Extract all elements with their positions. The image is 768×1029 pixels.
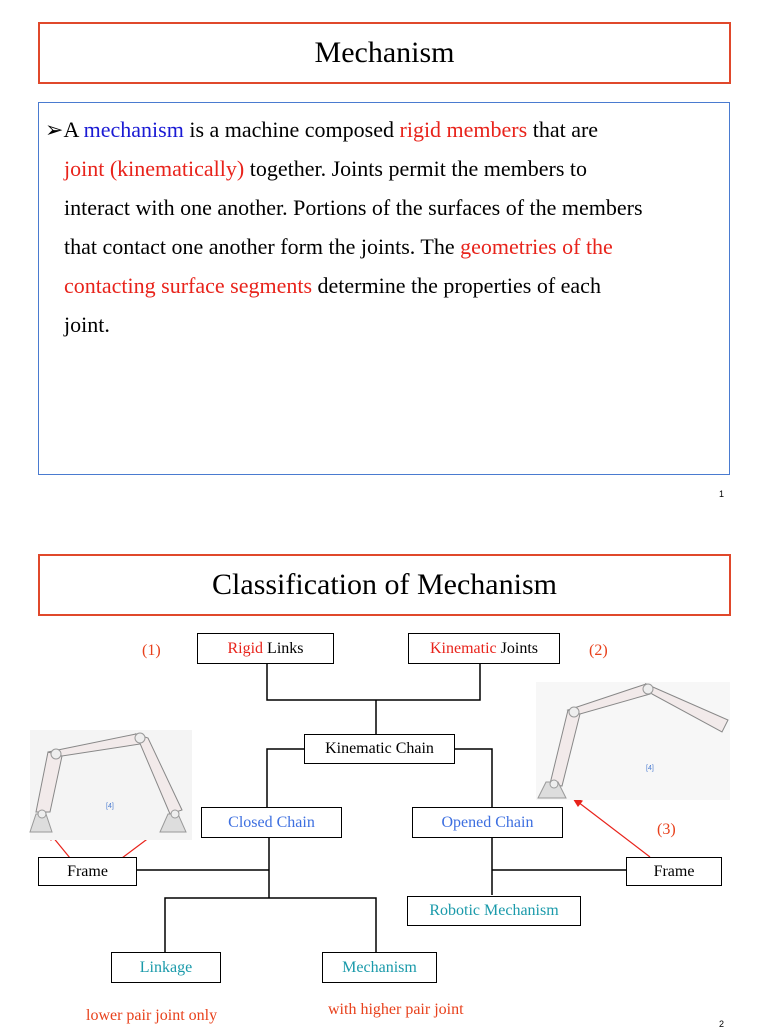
para-text: together. Joints permit the members to (244, 156, 588, 181)
contacting-term: contacting surface segments (64, 273, 313, 298)
node-rigid-links-red: Rigid (227, 639, 264, 657)
rigid-members-term: rigid members (399, 117, 528, 142)
ref-left-citation: [4] (106, 803, 114, 810)
para-line: that contact one another form the joints… (45, 227, 735, 266)
para-text: that are (527, 117, 599, 142)
node-mechanism: Mechanism (322, 952, 437, 983)
para-text: determine the properties of each (312, 273, 601, 298)
geometries-term: geometries of the (460, 234, 613, 259)
opened-chain-illustration (536, 682, 730, 800)
node-closed-chain: Closed Chain (201, 807, 342, 838)
para-line: contacting surface segments determine th… (45, 266, 735, 305)
para-text: is a machine composed (183, 117, 400, 142)
ref-right-citation: [4] (646, 765, 654, 772)
label-number-3: (3) (657, 821, 676, 838)
node-robotic-mechanism: Robotic Mechanism (407, 896, 581, 926)
label-number-1: (1) (142, 642, 161, 659)
closed-chain-illustration (29, 730, 192, 840)
para-text: that contact one another form the joints… (64, 234, 461, 259)
joint-term: joint (kinematically) (64, 156, 245, 181)
node-frame-right: Frame (626, 857, 722, 886)
node-frame-left: Frame (38, 857, 137, 886)
node-kinematic-joints-red: Kinematic (430, 639, 497, 657)
node-kinematic-chain: Kinematic Chain (304, 734, 455, 764)
slide2-page-number: 2 (719, 1019, 725, 1029)
node-kinematic-joints: Kinematic Joints (408, 633, 560, 664)
lower-pair-note: lower pair joint only (86, 1007, 218, 1024)
node-linkage: Linkage (111, 952, 221, 983)
slide2-title-box: Classification of Mechanism (38, 554, 731, 616)
bullet-arrow-icon: ➢ (45, 117, 64, 142)
label-number-2: (2) (589, 642, 608, 659)
slide1-paragraph: ➢A mechanism is a machine composed rigid… (45, 110, 735, 344)
node-rigid-links-rest: Links (263, 639, 304, 657)
para-line: interact with one another. Portions of t… (64, 195, 643, 220)
slide1-page-number: 1 (719, 489, 725, 499)
mechanism-term: mechanism (83, 117, 184, 142)
node-opened-chain: Opened Chain (412, 807, 563, 838)
para-line: joint. (64, 312, 110, 337)
slide1-title: Mechanism (314, 36, 455, 69)
para-text: A (63, 117, 84, 142)
higher-pair-note: with higher pair joint (328, 1001, 464, 1018)
node-kinematic-joints-rest: Joints (496, 639, 538, 657)
node-rigid-links: Rigid Links (197, 633, 334, 664)
slide2-title: Classification of Mechanism (212, 568, 557, 601)
para-line: joint (kinematically) together. Joints p… (45, 149, 735, 188)
slide1-content-box (38, 102, 730, 475)
slide1-title-box: Mechanism (38, 22, 731, 84)
